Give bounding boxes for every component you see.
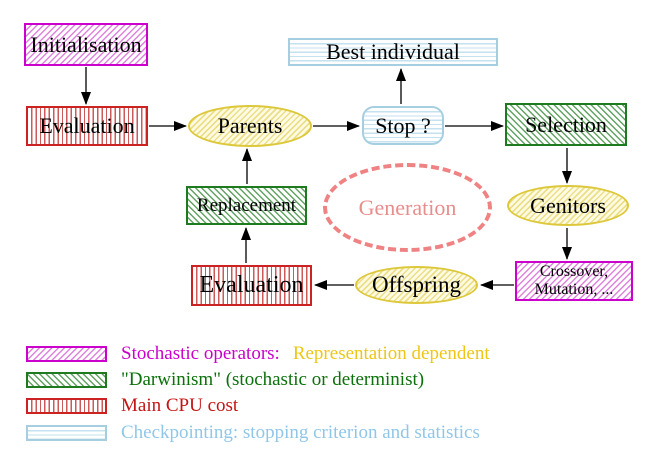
node-genitors-label: Genitors [530, 192, 606, 218]
generation-cycle-ellipse: Generation [323, 163, 492, 252]
node-evaluation-top: Evaluation [26, 106, 148, 146]
node-selection: Selection [505, 103, 627, 146]
legend-swatch-stochastic-operators [26, 346, 107, 362]
legend-label-cpu-cost: Main CPU cost [121, 395, 239, 416]
legend-stochastic-label: Stochastic operators: [121, 343, 280, 364]
node-stop-label: Stop ? [375, 112, 431, 138]
node-evaluation-top-label: Evaluation [39, 113, 135, 138]
node-evaluation-bottom-label: Evaluation [199, 272, 304, 298]
node-evaluation-bottom: Evaluation [191, 265, 312, 306]
node-offspring-label: Offspring [371, 272, 461, 297]
node-replacement: Replacement [186, 186, 307, 225]
node-replacement-label: Replacement [196, 194, 297, 216]
node-parents-label: Parents [217, 113, 283, 138]
node-offspring: Offspring [355, 266, 478, 304]
node-best-individual-label: Best individual [326, 39, 460, 64]
node-initialisation: Initialisation [24, 23, 148, 66]
legend-swatch-checkpointing [26, 425, 107, 441]
node-selection-label: Selection [525, 111, 607, 137]
node-stop: Stop ? [362, 106, 444, 145]
node-best-individual: Best individual [288, 38, 498, 66]
legend-label-darwinism: "Darwinism" (stochastic or determinist) [121, 369, 425, 390]
node-crossover-line1: Crossover, [539, 263, 609, 280]
node-initialisation-label: Initialisation [30, 31, 142, 57]
node-crossover-line2: Mutation, ... [534, 281, 614, 298]
legend-label-checkpointing: Checkpointing: stopping criterion and st… [121, 422, 480, 443]
legend-label-stochastic-operators: Stochastic operators: Representation depe… [121, 344, 490, 364]
legend-swatch-cpu-cost [26, 398, 107, 414]
node-genitors: Genitors [507, 185, 629, 226]
node-parents: Parents [188, 105, 312, 147]
legend-representation-note: Representation dependent [292, 343, 490, 364]
node-crossover-mutation: Crossover, Mutation, ... [515, 261, 633, 301]
generation-label: Generation [358, 194, 457, 220]
legend-swatch-darwinism [26, 372, 107, 388]
